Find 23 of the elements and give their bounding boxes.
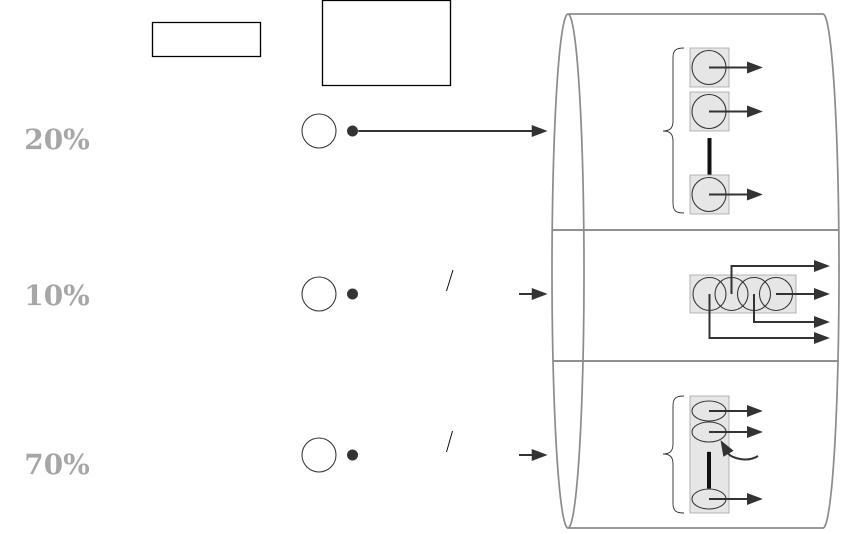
percentage-label: 10% (28, 284, 90, 306)
thick-line (708, 138, 712, 175)
dot (347, 450, 358, 460)
percentage-label: 70% (26, 453, 90, 475)
circle (736, 276, 772, 312)
thick-line (707, 452, 711, 488)
ellipse (691, 421, 727, 443)
empty-box (322, 0, 452, 86)
dot (347, 126, 358, 136)
percentage-label: 20% (26, 128, 90, 150)
circle (758, 276, 794, 312)
cylinder-section (551, 229, 840, 362)
ellipse (691, 488, 727, 510)
circle (301, 437, 337, 473)
ellipse (691, 400, 727, 422)
cylinder-section (552, 360, 839, 529)
empty-box (152, 22, 262, 58)
circle (301, 276, 337, 312)
circle (301, 113, 337, 149)
circle (692, 276, 727, 312)
circle (714, 276, 749, 312)
cylinder-section (551, 13, 840, 231)
dot (347, 288, 358, 300)
